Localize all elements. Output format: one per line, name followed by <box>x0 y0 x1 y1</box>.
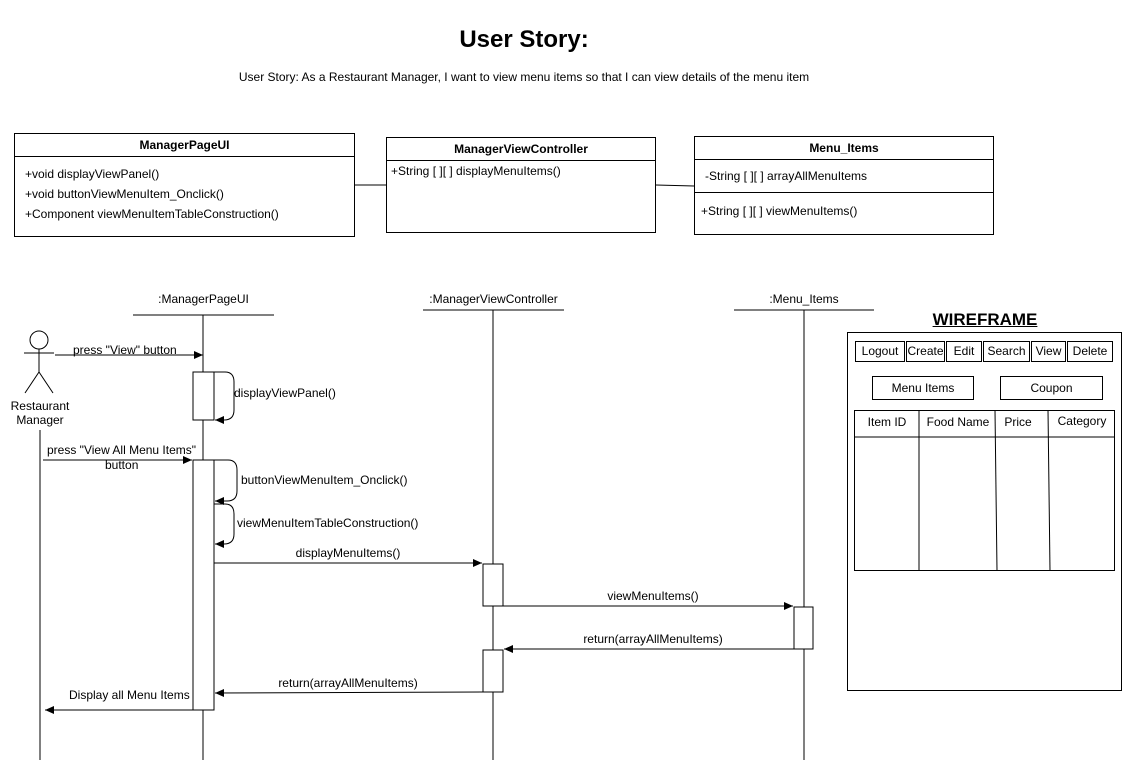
lifeline-label: :Menu_Items <box>769 292 839 306</box>
message-label: displayMenuItems() <box>295 546 401 560</box>
self-call-arrow <box>214 503 235 548</box>
menu-items-table <box>854 410 1115 571</box>
message-label: viewMenuItems() <box>607 589 699 603</box>
activation-box <box>192 371 215 421</box>
self-call-arrow <box>214 459 238 505</box>
message-label: buttonViewMenuItem_Onclick() <box>241 473 408 487</box>
activation-box <box>793 606 814 650</box>
user-story-text: User Story: As a Restaurant Manager, I w… <box>238 70 810 84</box>
column-header: Food Name <box>926 415 990 429</box>
tab-menu-items[interactable]: Menu Items <box>872 376 974 400</box>
column-header: Category <box>1057 414 1107 428</box>
class-method: +Component viewMenuItemTableConstruction… <box>25 207 279 221</box>
message-label: Display all Menu Items <box>69 688 190 702</box>
activation-box <box>192 459 215 711</box>
wireframe-frame <box>847 332 1122 691</box>
search-button[interactable]: Search <box>983 341 1030 362</box>
lifeline-label: :ManagerPageUI <box>158 292 249 306</box>
tab-coupon[interactable]: Coupon <box>1000 376 1103 400</box>
class-name: Menu_Items <box>695 137 993 160</box>
class-method: +String [ ][ ] displayMenuItems() <box>391 164 561 178</box>
class-method: +void displayViewPanel() <box>25 167 160 181</box>
column-header: Item ID <box>867 415 907 429</box>
actor-label: Restaurant Manager <box>10 399 70 427</box>
message-label: return(arrayAllMenuItems) <box>583 632 723 646</box>
message-label: viewMenuItemTableConstruction() <box>237 516 419 530</box>
class-name: ManagerPageUI <box>15 134 354 157</box>
message-label: press "View" button <box>73 343 177 357</box>
class-name: ManagerViewController <box>387 138 655 161</box>
delete-button[interactable]: Delete <box>1067 341 1113 362</box>
create-button[interactable]: Create <box>906 341 945 362</box>
activation-box <box>482 649 504 693</box>
self-call-arrow <box>214 371 235 424</box>
activation-box <box>482 563 504 607</box>
actor-figure <box>24 330 54 394</box>
class-attribute: -String [ ][ ] arrayAllMenuItems <box>705 169 868 183</box>
edit-button[interactable]: Edit <box>946 341 982 362</box>
message-label: displayViewPanel() <box>234 386 336 400</box>
return-arrow <box>214 688 484 697</box>
class-menu-items: Menu_Items -String [ ][ ] arrayAllMenuIt… <box>694 136 994 235</box>
message-label: return(arrayAllMenuItems) <box>278 676 418 690</box>
class-manager-view-controller: ManagerViewController +String [ ][ ] dis… <box>386 137 656 233</box>
message-label: button <box>105 458 139 472</box>
wireframe-title: WIREFRAME <box>932 310 1038 329</box>
class-method: +String [ ][ ] viewMenuItems() <box>701 204 858 218</box>
lifeline-label: :ManagerViewController <box>429 292 558 306</box>
class-manager-page-ui: ManagerPageUI +void displayViewPanel() +… <box>14 133 355 237</box>
message-label: press "View All Menu Items" <box>47 443 197 457</box>
logout-button[interactable]: Logout <box>855 341 905 362</box>
column-header: Price <box>1004 415 1032 429</box>
association-line <box>655 184 695 187</box>
view-button[interactable]: View <box>1031 341 1066 362</box>
class-method: +void buttonViewMenuItem_Onclick() <box>25 187 224 201</box>
page-title: User Story: <box>459 26 589 53</box>
